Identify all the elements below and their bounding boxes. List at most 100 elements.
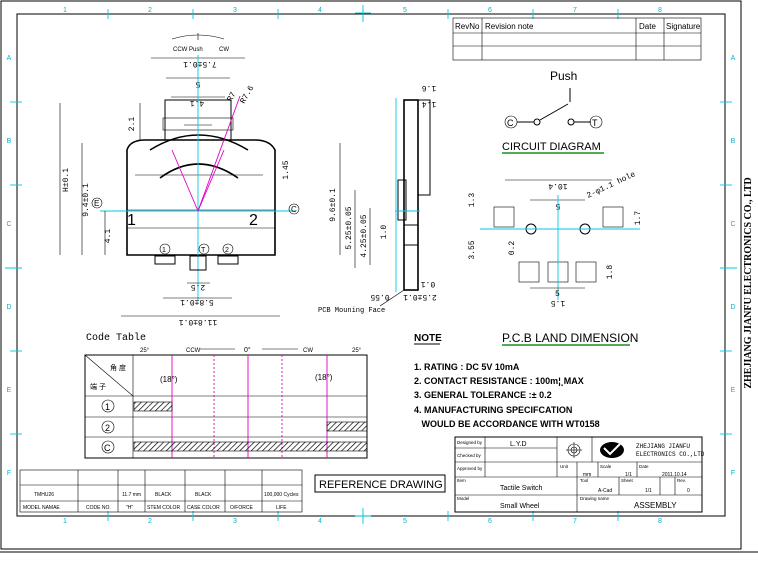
pcb-dim-10-4: 10.4 xyxy=(548,181,567,190)
pcb-land: 10.4 5 2-φ1.1 hole 1.3 1.7 3.55 0.2 5 1.… xyxy=(468,170,643,346)
pcb-dim-5-bottom: 5 xyxy=(555,290,560,299)
spec-model-label: MODEL NAMAE xyxy=(23,505,60,511)
pcb-dim-1-8: 1.8 xyxy=(606,265,615,280)
pcb-dim-3-55: 3.55 xyxy=(468,240,477,259)
spec-code-label: CODE NO. xyxy=(86,505,111,511)
note-4: 4. MANUFACTURING SPECIFCATION xyxy=(414,405,572,415)
dim-2-1: 2.1 xyxy=(128,117,137,132)
code-angle-right: 25° xyxy=(352,348,362,354)
grid-number-bottom: 7 xyxy=(573,518,577,525)
item-value: Tactile Switch xyxy=(500,485,543,492)
spec-model-value: TMHU26 xyxy=(34,492,54,498)
grid-number-bottom: 4 xyxy=(318,518,322,525)
note-3: 3. GENERAL TOLERANCE :± 0.2 xyxy=(414,390,552,400)
drawing-name-value: ASSEMBLY xyxy=(634,501,677,510)
code-header-angle: 角 度 xyxy=(110,363,126,372)
spec-h-label: "H" xyxy=(126,505,133,511)
rev-header-date: Date xyxy=(639,22,656,31)
grid-ticks xyxy=(10,9,732,521)
revision-table: RevNo Revision note Date Signature xyxy=(452,17,702,61)
scale-label: Scale xyxy=(600,464,612,469)
grid-letter-right: B xyxy=(731,138,736,145)
note-5: WOULD BE ACCORDANCE WITH WT0158 xyxy=(414,419,600,429)
circuit-title: CIRCUIT DIAGRAM xyxy=(502,141,601,153)
pcb-mounting-face-label: PCB Mouning Face xyxy=(318,307,385,315)
code-mark-left: (18°) xyxy=(160,375,178,384)
pin-1-label: 1 xyxy=(162,247,166,254)
code-angle-left: 25° xyxy=(140,348,150,354)
circuit-push-label: Push xyxy=(550,69,577,83)
reference-drawing-label: REFERENCE DRAWING xyxy=(319,479,443,491)
grid-letter-left: B xyxy=(7,138,12,145)
spec-force-label: O/FORCE xyxy=(230,505,253,511)
grid-number-bottom: 1 xyxy=(63,518,67,525)
designed-by-label: Designed by xyxy=(457,440,483,445)
grid-letter-right: A xyxy=(731,55,736,62)
pin-2-label: 2 xyxy=(225,247,229,254)
model-label: Model xyxy=(457,496,469,501)
grid-letter-right: F xyxy=(731,470,735,477)
dim-2-5: 2.5 xyxy=(191,282,206,291)
pin-t-label: T xyxy=(201,247,206,254)
grid-number-top: 5 xyxy=(403,7,407,14)
pcb-dim-1-5: 1.5 xyxy=(551,298,566,307)
grid-letter-left: D xyxy=(6,304,11,311)
contact-label-2: 2 xyxy=(249,212,258,229)
dim-2-5-side: 2.5±0.1 xyxy=(403,292,437,301)
dim-5-25: 5.25±0.05 xyxy=(345,206,354,249)
grid-number-top: 1 xyxy=(63,7,67,14)
dim-9-4: 9.4±0.1 xyxy=(82,183,91,217)
company-vertical-label: ZHEJIANG JIANFU ELECTRONICS CO., LTD xyxy=(743,177,754,388)
grid-number-top: 4 xyxy=(318,7,322,14)
label-e: E xyxy=(94,199,99,208)
ccw-label: CCW xyxy=(173,47,188,53)
notes: NOTE 1. RATING : DC 5V 10mA 2. CONTACT R… xyxy=(414,333,600,429)
dim-r7: R7 xyxy=(226,91,239,104)
front-view: CCW Push CW 7.5±0.1 5 4.1 R7 R7.6 E xyxy=(59,33,300,326)
grid-number-bottom: 3 xyxy=(233,518,237,525)
company-name-2: ELECTRONICS CO.,LTD xyxy=(636,451,705,458)
grid-letter-left: E xyxy=(7,387,12,394)
rev-header-revno: RevNo xyxy=(455,22,480,31)
grid-number-bottom: 8 xyxy=(658,518,662,525)
notes-title: NOTE xyxy=(414,333,442,344)
code-table: Code Table 25° CCW 0° CW 25° 角 度 端 子 (18… xyxy=(84,332,368,459)
item-label: Item xyxy=(457,478,466,483)
dim-7-5: 7.5±0.1 xyxy=(183,59,217,68)
rev-label: Rev. xyxy=(677,478,686,483)
grid-letter-left: C xyxy=(6,221,11,228)
center-markers xyxy=(5,5,737,524)
tool-label: Tool xyxy=(580,478,588,483)
dim-r7-6: R7.6 xyxy=(239,84,256,105)
code-row-1: 1 xyxy=(105,402,110,412)
unit-label: Unit xyxy=(560,464,569,469)
cw-label: CW xyxy=(219,47,229,53)
code-cw: CW xyxy=(303,348,313,354)
scale-value: 1/1 xyxy=(625,472,632,478)
side-view: 9.6±0.1 5.25±0.05 4.25±0.05 1.0 1.6 1.4 … xyxy=(318,83,437,315)
rev-header-note: Revision note xyxy=(485,22,534,31)
unit-value: mm xyxy=(583,472,591,478)
code-mark-right: (18°) xyxy=(315,373,333,382)
dim-0-55: 0.55 xyxy=(370,292,389,301)
circuit-diagram: Push C T CIRCUIT DIAGRAM xyxy=(502,69,604,154)
push-label: Push xyxy=(189,47,203,53)
dim-4-25: 4.25±0.05 xyxy=(360,214,369,257)
circuit-terminal-t: T xyxy=(592,118,598,128)
approved-by-label: Approved by xyxy=(457,466,483,471)
grid-number-bottom: 5 xyxy=(403,518,407,525)
spec-table: TMHU26 11.7 mm BLACK BLACK 100,000 Cycle… xyxy=(19,469,303,513)
dim-1-6: 1.6 xyxy=(422,83,437,92)
note-2: 2. CONTACT RESISTANCE : 100m¦¸MAX xyxy=(414,376,584,386)
dim-4-1-side: 4.1 xyxy=(104,229,113,244)
spec-stem-color-value: BLACK xyxy=(155,492,172,498)
title-block: Designed by L.Y.D Checked by Approved by… xyxy=(454,436,705,513)
model-value: Small Wheel xyxy=(500,503,540,510)
spec-h-value: 11.7 mm xyxy=(122,492,141,498)
label-c: C xyxy=(291,205,297,214)
code-row-2: 2 xyxy=(105,423,110,433)
code-zero: 0° xyxy=(244,346,251,354)
grid-number-top: 2 xyxy=(148,7,152,14)
rev-header-signature: Signature xyxy=(666,22,701,31)
